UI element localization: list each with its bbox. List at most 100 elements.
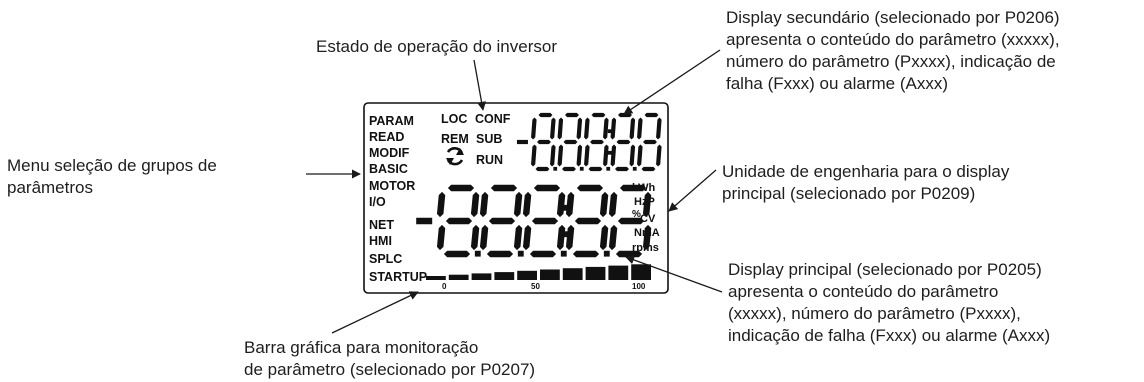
menu-item-net: NET (369, 218, 394, 232)
menu-item-modif: MODIF (369, 146, 410, 160)
menu-item-motor: MOTOR (369, 179, 415, 193)
decimal-point (632, 166, 637, 171)
segment-a-2 (591, 112, 606, 118)
main-display-line: apresenta o conteúdo do parâmetro (728, 282, 999, 301)
lcd-frame (363, 102, 669, 294)
secondary-display-line: apresenta o conteúdo do parâmetro (xxxxx… (726, 30, 1060, 49)
segment-g-4 (617, 217, 645, 225)
bar-segment (494, 272, 515, 280)
bar-scale-50: 50 (531, 282, 540, 291)
colon-dot (562, 231, 569, 238)
segment-b-3 (629, 117, 636, 140)
minus-sign (416, 217, 433, 225)
segment-g-4 (643, 139, 657, 145)
segment-c-0 (470, 224, 480, 251)
segment-c-1 (513, 224, 523, 251)
segment-a-1 (490, 184, 518, 192)
rotation-icon (446, 147, 464, 166)
segment-g-1 (563, 139, 578, 145)
bar-segment (426, 276, 446, 280)
segment-d-3 (615, 166, 629, 172)
colon-dot (607, 129, 612, 134)
bar-segment (631, 264, 651, 280)
segment-a-0 (538, 112, 553, 118)
unit-labels: kWh HzP % CV NmA rpms (632, 182, 660, 254)
unit-kwh: kWh (632, 182, 656, 194)
segment-a-0 (447, 184, 475, 192)
segment-e-3 (565, 224, 575, 251)
decimal-point (517, 250, 524, 257)
bar-graph-line: Barra gráfica para monitoração (244, 338, 479, 357)
segment-e-2 (584, 144, 590, 167)
arrow-engineering-unit (668, 169, 717, 212)
state-loc: LOC (441, 112, 467, 126)
arrow-operation-state (473, 59, 487, 111)
segment-g-0 (445, 217, 473, 225)
arrow-bar-graph (331, 291, 419, 334)
state-sub: SUB (476, 132, 502, 146)
menu-select-line: parâmetros (7, 178, 93, 197)
menu-item-startup: STARTUP (369, 270, 427, 284)
segment-b-4 (642, 191, 652, 218)
state-conf: CONF (475, 112, 511, 126)
segment-d-2 (588, 166, 603, 172)
main-display-line: Display principal (selecionado por P0205… (728, 260, 1042, 279)
segment-d-1 (486, 250, 514, 258)
segment-c-4 (642, 224, 652, 251)
arrow-main-display (625, 255, 723, 293)
bar-graph (426, 264, 651, 280)
segment-d-4 (615, 250, 643, 258)
segment-g-2 (531, 217, 559, 225)
secondary-display-callout: Display secundário (selecionado por P020… (726, 7, 1060, 95)
segment-a-3 (576, 184, 604, 192)
segment-f-1 (557, 117, 564, 140)
operation-state-text: Estado de operação do inversor (316, 37, 557, 56)
segment-g-0 (537, 139, 551, 145)
bar-graph-callout: Barra gráfica para monitoração de parâme… (244, 337, 535, 381)
segment-g-1 (488, 217, 516, 225)
unit-percent: % (632, 209, 641, 220)
segment-e-2 (522, 224, 532, 251)
bar-segment (448, 274, 469, 280)
decimal-point (560, 250, 567, 257)
segment-f-1 (479, 191, 489, 218)
segment-c-2 (556, 224, 566, 251)
minus-sign (516, 139, 528, 145)
bar-scale-0: 0 (442, 282, 447, 291)
segment-b-1 (513, 191, 523, 218)
menu-item-read: READ (369, 130, 404, 144)
segment-e-0 (531, 144, 537, 167)
segment-f-4 (637, 117, 643, 140)
bar-scale-100: 100 (632, 282, 646, 291)
main-display-line: (xxxxx), número do parâmetro (Pxxxx), (728, 304, 1021, 323)
segment-a-4 (644, 112, 659, 118)
segment-b-4 (656, 117, 662, 140)
unit-hzp: HzP (634, 196, 655, 208)
engineering-unit-callout: Unidade de engenharia para o display pri… (722, 161, 1009, 205)
secondary-display-line: número do parâmetro (Pxxxx), indicação d… (726, 52, 1056, 71)
segment-b-0 (470, 191, 480, 218)
main-seven-segment-display (416, 184, 652, 258)
decimal-point (606, 166, 611, 171)
segment-b-2 (603, 117, 609, 140)
operation-state-callout: Estado de operação do inversor (316, 36, 557, 58)
menu-select-line: Menu seleção de grupos de (7, 156, 217, 175)
main-display-callout: Display principal (selecionado por P0205… (728, 259, 1050, 347)
segment-g-2 (590, 139, 604, 145)
colon-dot (607, 150, 612, 155)
menu-item-hmi: HMI (369, 234, 392, 248)
bar-scale: 0 50 100 (442, 282, 646, 291)
bar-graph-line: de parâmetro (selecionado por P0207) (244, 360, 536, 379)
colon-dot (562, 204, 569, 211)
segment-f-4 (608, 191, 618, 218)
segment-e-4 (608, 224, 618, 251)
segment-c-3 (629, 144, 636, 167)
segment-g-3 (574, 217, 602, 225)
segment-f-2 (584, 117, 590, 140)
unit-rpms: rpms (632, 242, 659, 254)
secondary-display-line: Display secundário (selecionado por P020… (726, 8, 1060, 27)
arrow-secondary-display (623, 49, 721, 115)
segment-b-3 (599, 191, 609, 218)
secondary-display-line: falha (Fxxx) ou alarme (Axxx) (726, 74, 948, 93)
